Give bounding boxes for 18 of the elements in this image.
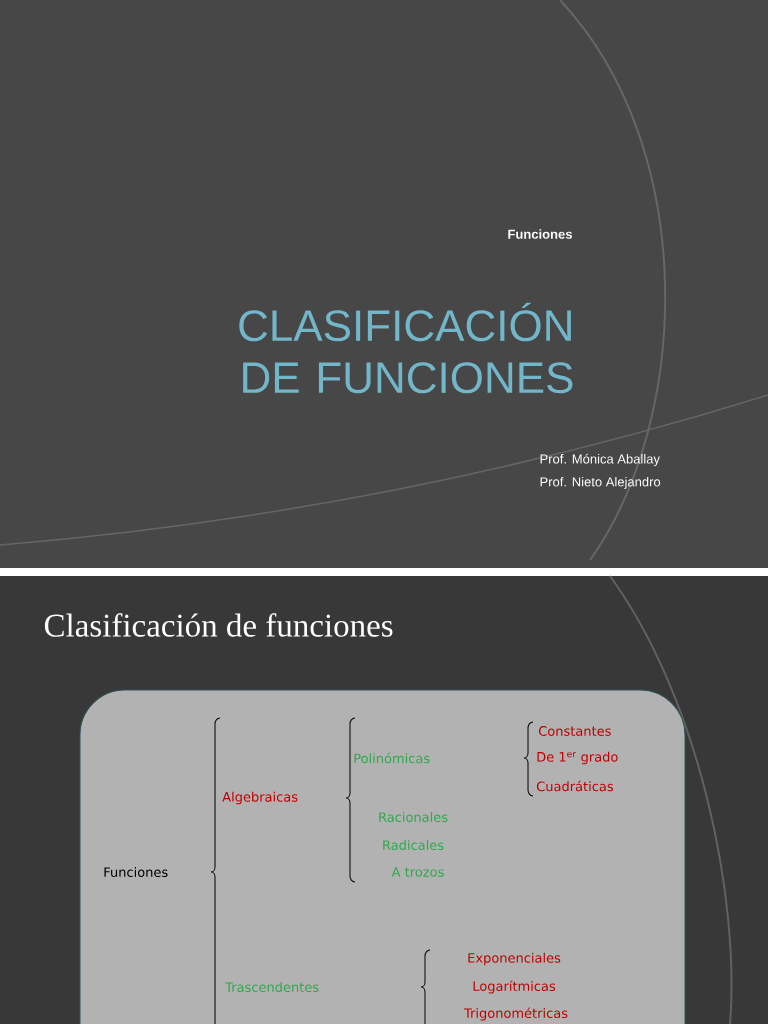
category-label: A trozos xyxy=(391,867,444,877)
category-label: Constantes xyxy=(538,726,611,736)
category-label: Logarítmicas xyxy=(473,980,556,994)
category-label: Radicales xyxy=(383,839,444,851)
category-label: Algebraicas xyxy=(222,791,298,805)
category-label: Funciones xyxy=(104,867,168,878)
slide-title: CLASIFICACIÓN DE FUNCIONES xyxy=(239,302,573,394)
slide-heading: Clasificación de funciones xyxy=(44,613,393,637)
subtitle: Funciones xyxy=(508,229,572,239)
category-label: De 1$^{er}$ grado xyxy=(537,751,618,765)
author-name: Prof. Nieto Alejandro xyxy=(540,476,661,490)
category-label: Trigonométricas xyxy=(464,1007,568,1021)
category-label: Cuadráticas xyxy=(536,780,613,792)
category-label: Trascendentes xyxy=(225,982,319,993)
category-label: Racionales xyxy=(379,812,448,823)
category-label: Polinómicas xyxy=(354,752,430,764)
category-label: Exponenciales xyxy=(468,952,561,966)
author-name: Prof. Mónica Aballay xyxy=(540,453,660,467)
